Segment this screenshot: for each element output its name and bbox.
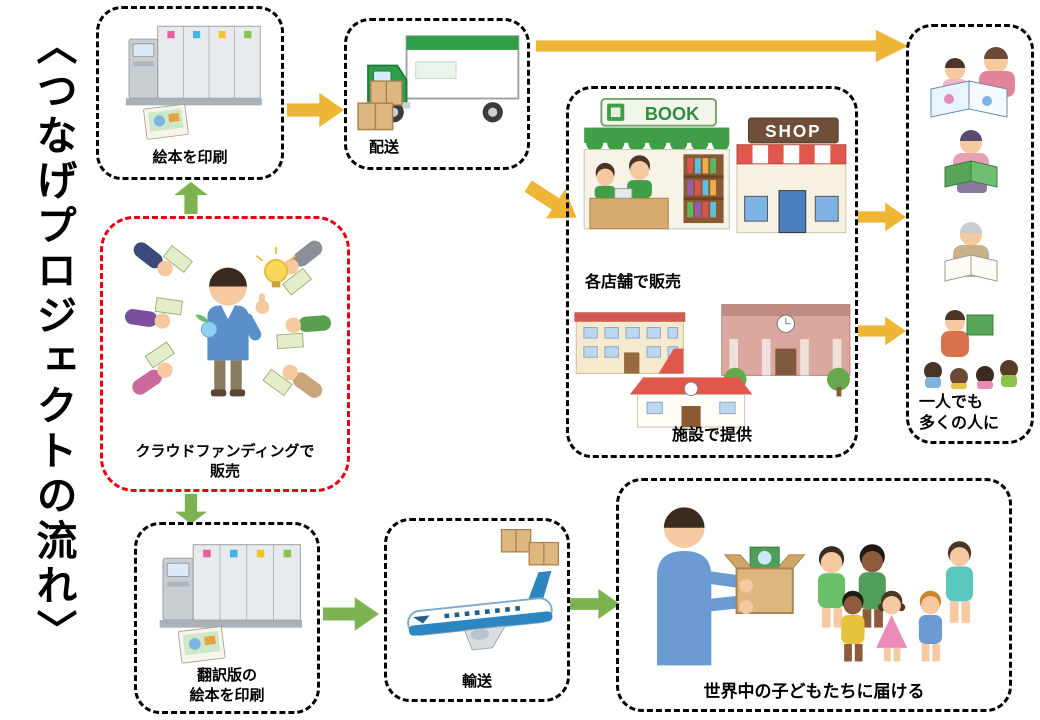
bookstore-shop-illustration: BOOK bbox=[573, 97, 857, 267]
node-transport: 輸送 bbox=[384, 518, 570, 702]
airplane-illustration bbox=[391, 525, 569, 673]
node-print-books: 絵本を印刷 bbox=[96, 6, 284, 180]
readers-label: 一人でも 多くの人に bbox=[919, 394, 1000, 433]
printer-translated-illustration bbox=[143, 533, 317, 667]
node-crowdfunding: クラウドファンディングで 販売 bbox=[100, 216, 350, 492]
stores-label: 各店舗で販売 bbox=[585, 274, 682, 291]
arrow-transport-to-world bbox=[570, 584, 620, 624]
node-stores-facilities: BOOK bbox=[566, 86, 858, 458]
world-label: 世界中の子どもたちに届ける bbox=[703, 681, 925, 701]
transport-label: 輸送 bbox=[461, 672, 492, 690]
arrow-crowdfunding-to-print bbox=[172, 182, 210, 214]
facilities-illustration bbox=[573, 295, 857, 429]
crowdfunding-label: クラウドファンディングで 販売 bbox=[135, 443, 315, 480]
node-world-children: 世界中の子どもたちに届ける bbox=[616, 478, 1012, 712]
page-title: 〈つなげプロジェクトの流れ〉 bbox=[30, 24, 76, 654]
book-sign-text: BOOK bbox=[645, 104, 699, 124]
arrow-stores-to-readers bbox=[858, 198, 906, 236]
printer-illustration bbox=[105, 15, 281, 143]
arrow-print-to-delivery bbox=[287, 90, 344, 130]
translated-print-label: 翻訳版の 絵本を印刷 bbox=[189, 667, 265, 704]
readers-illustration bbox=[915, 31, 1031, 391]
shop-sign-text: SHOP bbox=[765, 121, 821, 141]
arrow-facilities-to-readers bbox=[858, 312, 906, 350]
arrow-crowdfunding-to-translated-print bbox=[172, 494, 210, 524]
print-label: 絵本を印刷 bbox=[152, 148, 228, 166]
node-readers: 一人でも 多くの人に bbox=[906, 24, 1034, 444]
truck-illustration bbox=[351, 27, 529, 137]
arrow-translated-print-to-transport bbox=[323, 594, 379, 634]
delivery-label: 配送 bbox=[369, 138, 400, 156]
node-translated-print: 翻訳版の 絵本を印刷 bbox=[134, 522, 320, 714]
world-children-illustration bbox=[623, 487, 1011, 677]
arrow-delivery-to-readers bbox=[536, 28, 908, 64]
node-delivery: 配送 bbox=[344, 18, 530, 170]
facilities-label: 施設で提供 bbox=[671, 427, 752, 445]
crowdfunding-illustration bbox=[108, 223, 348, 429]
